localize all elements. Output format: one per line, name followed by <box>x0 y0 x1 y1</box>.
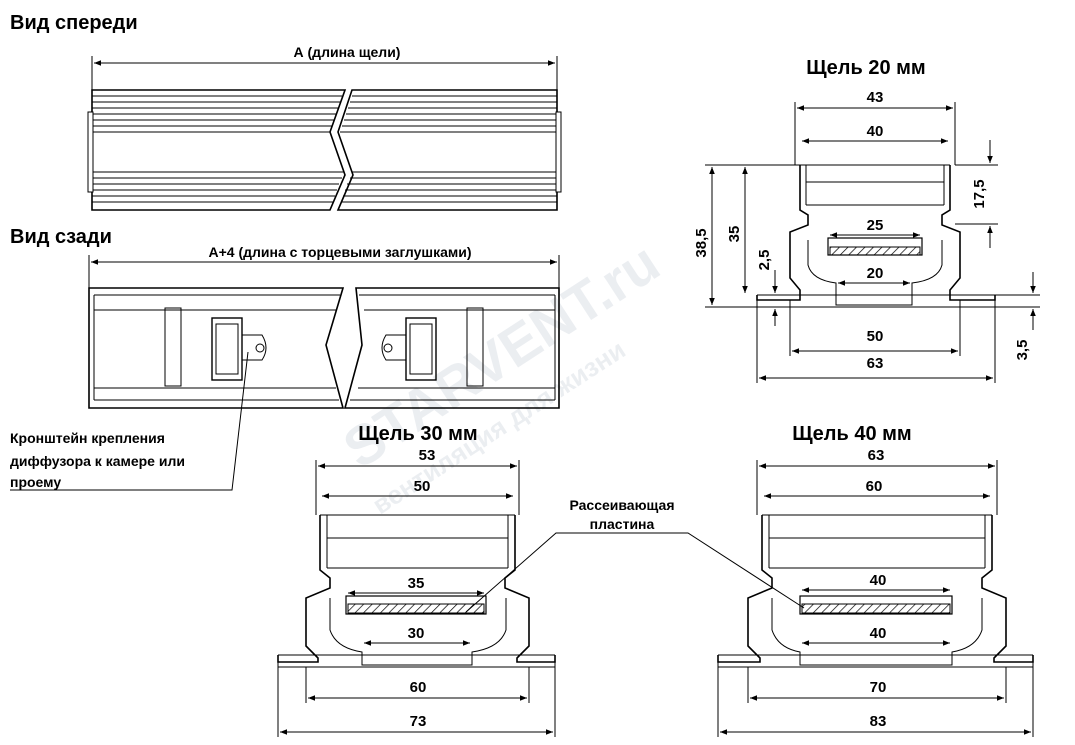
slot20-dim-40: 40 <box>867 123 884 140</box>
slot20-dim-63: 63 <box>867 355 884 372</box>
slot20-dim-20: 20 <box>867 265 884 282</box>
slot40-title: Щель 40 мм <box>792 423 911 445</box>
slot40-section <box>717 514 1034 668</box>
slot20-dim-38-5: 38,5 <box>693 228 710 257</box>
slot20-section <box>756 164 996 308</box>
back-view-title: Вид сзади <box>10 226 112 248</box>
bracket-callout-line3: проему <box>10 474 61 490</box>
plate-callout-line2: пластина <box>590 516 655 532</box>
slot30-dim-30: 30 <box>408 625 425 642</box>
slot40-dim-63: 63 <box>868 447 885 464</box>
front-length-label: А (длина щели) <box>294 44 401 60</box>
slot40-dim-83: 83 <box>870 713 887 730</box>
back-length-dimension: А+4 (длина с торцевыми заглушками) <box>88 244 560 290</box>
slot30-dim-73: 73 <box>410 713 427 730</box>
bracket-callout: Кронштейн крепления диффузора к камере и… <box>10 351 249 491</box>
slot20-title: Щель 20 мм <box>806 57 925 79</box>
slot40-dimensions: 63 60 40 40 70 83 <box>717 447 1034 737</box>
slot40-dim-40-plate: 40 <box>870 572 887 589</box>
bracket-callout-line1: Кронштейн крепления <box>10 430 165 446</box>
slot30-title: Щель 30 мм <box>358 423 477 445</box>
slot20-dim-3-5: 3,5 <box>1014 340 1031 361</box>
slot30-dim-35: 35 <box>408 575 425 592</box>
watermark: STARVENT.ru вентиляция для жизни <box>332 230 670 520</box>
slot40-dim-70: 70 <box>870 679 887 696</box>
slot30-dim-50: 50 <box>414 478 431 495</box>
bracket-callout-line2: диффузора к камере или <box>10 453 185 469</box>
slot20-dim-50: 50 <box>867 328 884 345</box>
slot20-dim-35: 35 <box>726 226 743 243</box>
plate-callout: Рассеивающая пластина <box>465 497 805 613</box>
slot30-dim-53: 53 <box>419 447 436 464</box>
front-length-dimension: А (длина щели) <box>91 44 558 100</box>
slot40-dim-60: 60 <box>866 478 883 495</box>
slot40-dim-40-slot: 40 <box>870 625 887 642</box>
slot20-dim-17-5: 17,5 <box>971 179 988 208</box>
back-length-label: А+4 (длина с торцевыми заглушками) <box>208 244 471 260</box>
slot30-dim-60: 60 <box>410 679 427 696</box>
back-view-profile <box>88 287 560 409</box>
plate-callout-line1: Рассеивающая <box>569 497 674 513</box>
slot20-dim-2-5: 2,5 <box>756 250 773 271</box>
front-view-title: Вид спереди <box>10 12 138 34</box>
slot30-dimensions: 53 50 35 30 60 73 <box>277 447 556 737</box>
slot20-dimensions: 43 40 25 20 50 63 38,5 35 2,5 <box>693 89 1040 383</box>
front-view-profile <box>87 89 562 211</box>
slot20-dim-25: 25 <box>867 217 884 234</box>
slot20-dim-43: 43 <box>867 89 884 106</box>
